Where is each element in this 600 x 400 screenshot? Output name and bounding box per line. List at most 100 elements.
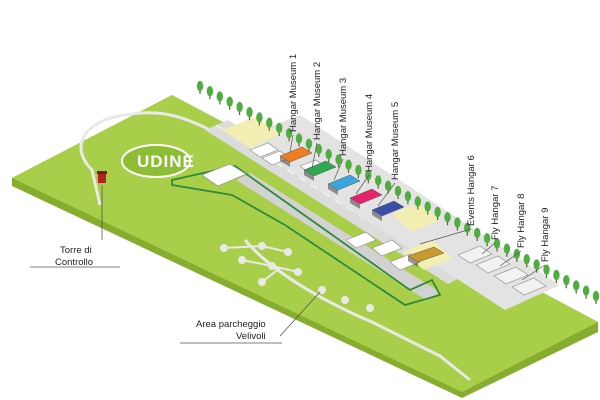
tree-trunk: [209, 94, 211, 100]
events-hangar-6-leader-line: [419, 228, 472, 245]
fly-hangar-9-label: Fly Hangar 9: [540, 208, 551, 262]
tree-trunk: [387, 188, 389, 194]
tree: [285, 128, 293, 139]
tree-trunk: [417, 204, 419, 210]
tree-trunk: [526, 262, 528, 268]
hangar-museum-2-block-side: [304, 170, 314, 181]
hangar-museum-2-block: [303, 160, 337, 177]
tree-trunk: [338, 162, 340, 168]
tree: [454, 217, 461, 228]
tree-trunk: [555, 278, 557, 283]
tree-trunk: [486, 241, 488, 247]
hangar-labels: Hangar Museum 1 Hangar Museum 2 Hangar Mus…: [288, 54, 551, 281]
tree: [206, 86, 214, 97]
tree: [384, 180, 392, 191]
tree: [394, 185, 402, 197]
tree-trunk: [407, 199, 409, 205]
hangar-museum-4-block-side: [350, 198, 360, 209]
tree: [582, 285, 590, 296]
hangar-museum-4-block: [349, 188, 383, 205]
tree: [256, 112, 263, 123]
tree-trunk: [506, 251, 508, 257]
tree-trunk: [427, 209, 429, 215]
hangar-blocks: [279, 146, 445, 267]
hangar-museum-3-leader-line: [333, 158, 344, 181]
hangar-museum-2-leader-line: [311, 142, 318, 169]
tree: [305, 138, 313, 149]
tree: [493, 238, 501, 249]
hangar-museum-1-leader-line: [289, 134, 294, 153]
tree: [266, 117, 273, 128]
tree-trunk: [466, 230, 468, 236]
tree: [315, 143, 322, 155]
control-tower-label: Torre di Controllo: [55, 245, 94, 268]
tree: [276, 122, 283, 134]
tree: [345, 159, 352, 170]
zone-events: [392, 203, 440, 232]
tree-trunk: [446, 220, 449, 226]
tree: [424, 201, 431, 212]
tree: [523, 254, 530, 265]
tree-trunk: [357, 173, 359, 178]
perimeter-road: [79, 111, 211, 206]
hangar-museum-4-leader-line: [355, 174, 370, 195]
tree-trunk: [219, 99, 221, 105]
tree: [355, 164, 362, 176]
control-tower: [97, 171, 107, 183]
tree: [335, 154, 342, 165]
parking-lanes: [223, 244, 299, 283]
tree: [216, 91, 223, 102]
tree-trunk: [199, 89, 201, 94]
apron-structures: [201, 142, 421, 271]
tree-trunk: [496, 246, 498, 252]
hangar-museum-1-block-side: [280, 156, 290, 167]
tree-trunk: [536, 267, 538, 273]
route: [171, 165, 442, 306]
tree-trunk: [516, 257, 518, 262]
tree-trunk: [288, 136, 290, 142]
fly-hangar-8-leader-line: [499, 250, 522, 267]
hangar-museum-2-label: Hangar Museum 2: [312, 62, 323, 140]
tree-trunk: [377, 183, 379, 189]
tree-trunk: [585, 293, 587, 299]
tree-trunk: [595, 299, 597, 304]
tree: [226, 96, 233, 107]
parking-leader-line: [279, 291, 321, 337]
hangar-museum-4-label: Hangar Museum 4: [364, 94, 375, 172]
airfield-name: UDINE: [137, 152, 195, 171]
tree-trunk: [258, 120, 260, 126]
tree: [246, 107, 253, 118]
tree-trunk: [328, 157, 330, 163]
tree: [196, 80, 204, 92]
fly-hangar-7-label: Fly Hangar 7: [490, 186, 501, 240]
hangar-museum-3-block-side: [328, 184, 338, 195]
tree: [533, 259, 540, 270]
tree-trunk: [437, 215, 439, 220]
tree: [295, 133, 303, 144]
hangar-museum-5-leader-line: [377, 182, 396, 207]
tree-trunk: [347, 167, 350, 173]
tree-trunk: [476, 236, 478, 241]
hangar-museum-1-block: [279, 146, 313, 163]
tree: [553, 269, 560, 281]
fly-hangar-9-leader-line: [521, 264, 546, 281]
tree-trunk: [456, 225, 458, 231]
taxiway: [236, 173, 440, 300]
tree: [474, 227, 481, 239]
perimeter-road: [243, 239, 471, 382]
udine-circle: [121, 144, 191, 178]
hangar-museum-1-label: Hangar Museum 1: [288, 54, 299, 132]
tree-trunk: [248, 115, 251, 121]
tree: [543, 264, 550, 275]
tree: [444, 212, 451, 223]
tree-trunk: [575, 288, 577, 294]
events-hangar-6-label: Events Hangar 6: [466, 155, 477, 226]
hangar-museum-5-label: Hangar Museum 5: [390, 102, 401, 180]
tree: [483, 233, 491, 244]
tree: [325, 149, 332, 160]
tree-trunk: [229, 104, 231, 110]
aircraft-parking-label: Area parcheggio Velivoli: [196, 319, 268, 342]
tree: [573, 280, 580, 291]
tree: [375, 175, 382, 186]
tree: [236, 101, 243, 113]
